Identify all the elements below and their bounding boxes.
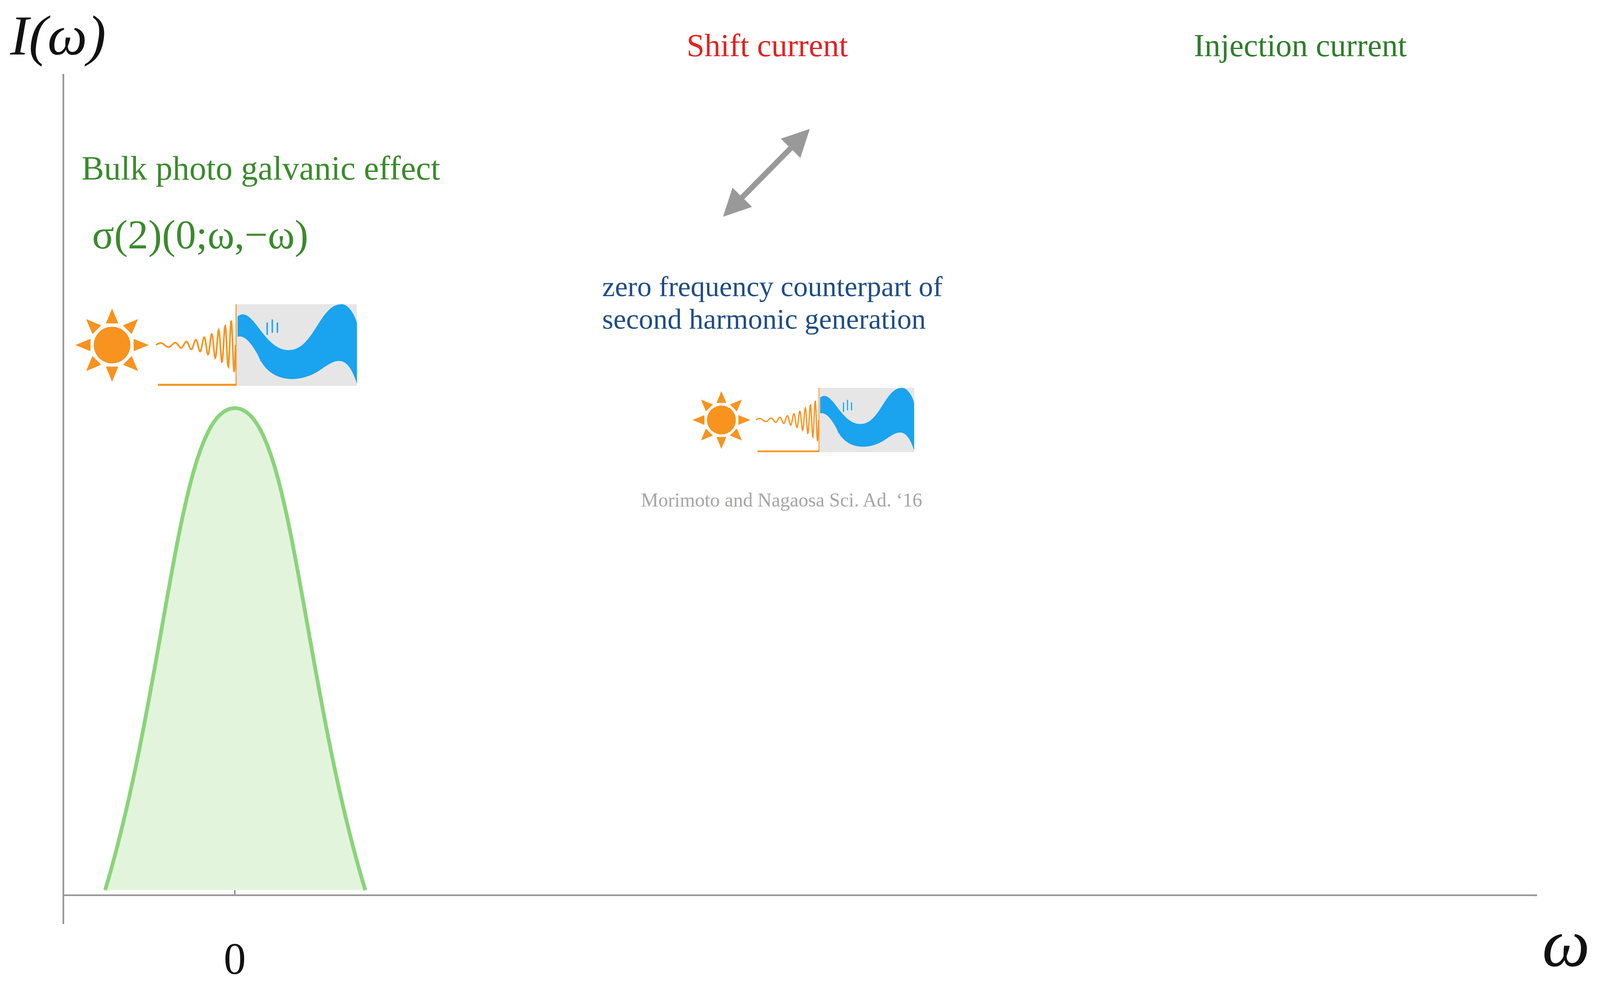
section-heading: Injection current — [1193, 27, 1407, 64]
section-heading: Shift current — [686, 27, 848, 64]
axis-label: ω — [1542, 903, 1590, 982]
light-pulse-icon — [75, 304, 357, 386]
effect-title: Bulk photo galvanic effect — [81, 148, 441, 188]
tick-label: 0 — [223, 933, 247, 985]
formula: σ(2)(0;ω,−ω) — [92, 211, 309, 259]
x-axis — [63, 893, 1538, 896]
note-text: zero frequency counterpart of second har… — [602, 270, 983, 336]
y-axis — [62, 73, 65, 924]
double-arrow — [732, 138, 801, 207]
axis-label: I(ω) — [10, 3, 106, 68]
spectrum-peak — [105, 407, 366, 890]
citation: Morimoto and Nagaosa Sci. Ad. ‘16 — [641, 488, 923, 512]
light-pulse-icon — [692, 387, 915, 452]
